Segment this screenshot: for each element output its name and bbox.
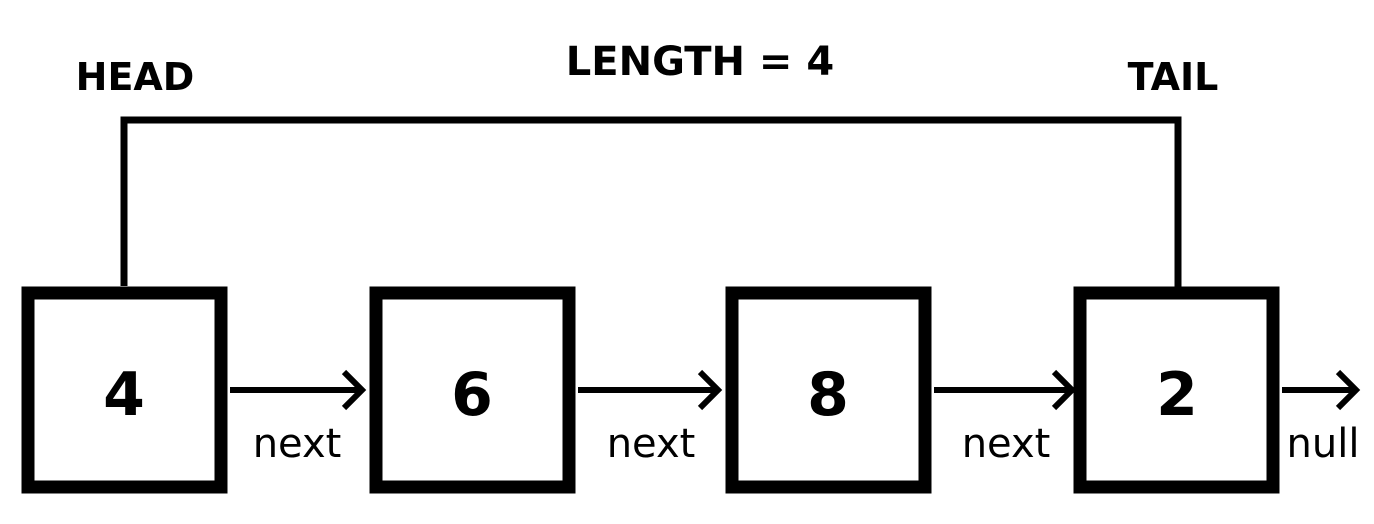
- arrow-label: next: [607, 421, 696, 467]
- next-arrow: next: [230, 369, 367, 467]
- arrow-label: next: [253, 421, 342, 467]
- list-node: 6: [369, 286, 576, 494]
- node-value: 4: [103, 360, 145, 430]
- arrow-label: next: [962, 421, 1051, 467]
- node-box: [369, 286, 576, 494]
- arrow-head: [341, 369, 367, 411]
- next-arrow: next: [578, 369, 723, 467]
- node-box: [21, 286, 228, 494]
- head-label: HEAD: [76, 55, 195, 99]
- tail-label: TAIL: [1128, 55, 1219, 99]
- list-node: 4: [21, 286, 228, 494]
- null-label: null: [1287, 421, 1360, 467]
- list-node: 2: [1073, 286, 1280, 494]
- node-value: 8: [807, 360, 849, 430]
- node-value: 2: [1156, 360, 1198, 430]
- next-arrow: next: [934, 369, 1077, 467]
- length-title: LENGTH = 4: [566, 39, 834, 85]
- node-value: 6: [451, 360, 493, 430]
- list-node: 8: [725, 286, 932, 494]
- arrow-head: [1335, 369, 1361, 411]
- head-tail-bracket: [120, 116, 1182, 290]
- null-arrow: null: [1282, 369, 1361, 467]
- node-box: [725, 286, 932, 494]
- arrow-head: [1051, 369, 1077, 411]
- node-box: [1073, 286, 1280, 494]
- arrow-head: [697, 369, 723, 411]
